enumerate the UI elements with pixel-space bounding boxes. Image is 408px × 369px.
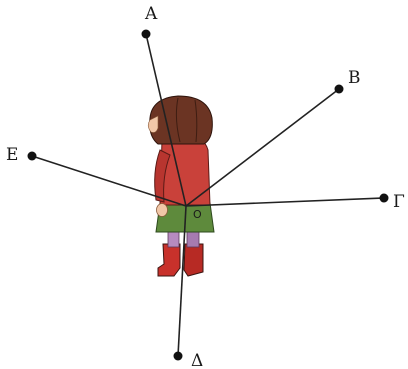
point-A [142, 30, 151, 39]
point-E [28, 152, 37, 161]
label-G: Γ [393, 192, 405, 212]
label-A: A [144, 4, 158, 24]
label-E: Ε [6, 145, 18, 165]
ray-OG [186, 198, 384, 206]
point-B [335, 85, 344, 94]
point-D [174, 352, 183, 361]
label-B: B [348, 68, 361, 88]
label-D: Δ [191, 351, 203, 369]
ray-OB [186, 89, 339, 206]
label-O: O [193, 208, 202, 221]
point-G [380, 194, 389, 203]
